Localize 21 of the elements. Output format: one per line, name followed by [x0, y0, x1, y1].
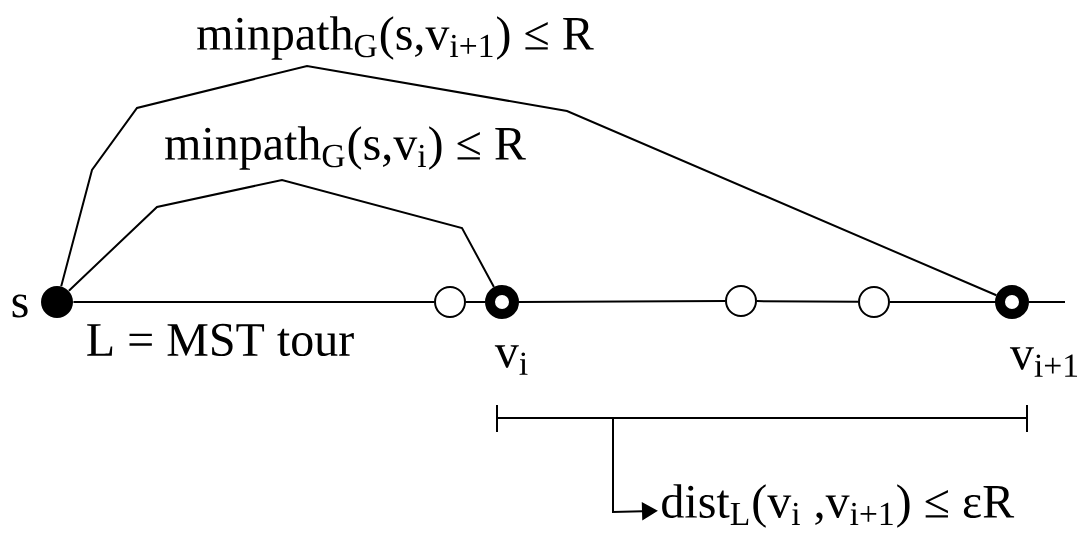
edge-label: L = MST tour — [83, 321, 357, 359]
vertex-dot — [41, 286, 73, 318]
vertex-dot — [434, 286, 466, 318]
edge-label: minpath$_{G}$(s,v$_{i+1}$) ≤ R — [194, 14, 596, 62]
vertex-label: v$_{i+1}$ — [1009, 347, 1077, 377]
vertex-dot — [858, 286, 890, 318]
vertex-dot — [485, 285, 519, 319]
tour-line — [518, 300, 726, 303]
vertex-dot — [995, 285, 1029, 319]
path-line — [67, 178, 495, 292]
tour-line — [756, 300, 859, 303]
tour-line — [72, 301, 435, 303]
tour-line — [465, 301, 486, 303]
path-line — [60, 64, 998, 297]
edge-label: minpath$_{G}$(s,v$_{i}$) ≤ R — [162, 124, 528, 172]
vertex-dot — [725, 285, 757, 317]
tour-line — [889, 301, 996, 303]
vertex-label: v$_{i}$ — [494, 345, 528, 375]
tour-line — [1028, 301, 1066, 303]
distance-label: dist$_{L}$(v$_{i}$ ,v$_{i+1}$) ≤ εR — [662, 484, 1015, 528]
vertex-label: s — [12, 294, 28, 318]
